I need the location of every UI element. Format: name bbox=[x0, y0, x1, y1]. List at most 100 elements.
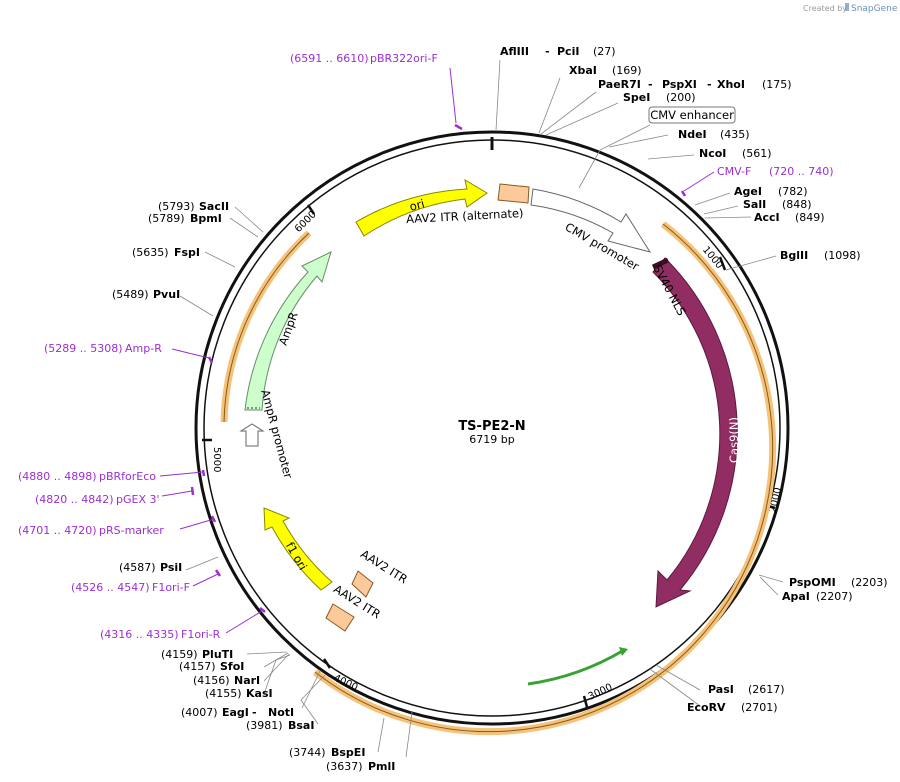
aav2-itr-box-2[interactable] bbox=[325, 603, 355, 632]
enzyme-kasi: KasI bbox=[246, 687, 273, 700]
primer-cmv-f-range: (720 .. 740) bbox=[769, 165, 834, 178]
enzyme-pspomi: PspOMI bbox=[789, 576, 836, 589]
ampr-feature[interactable] bbox=[244, 251, 332, 411]
enzyme-pmli-pos: (3637) bbox=[326, 760, 363, 773]
enzyme-pvui-pos: (5489) bbox=[112, 288, 149, 301]
enzyme-sacii: SacII bbox=[199, 200, 229, 213]
enzyme-pspomi-pos: (2203) bbox=[851, 576, 888, 589]
green-feature-arrowhead bbox=[619, 647, 628, 656]
enzyme-bsai-pos: (3981) bbox=[246, 719, 283, 732]
primer-pgex3-name: pGEX 3' bbox=[116, 493, 160, 506]
primer-pbrforeco-name: pBRforEco bbox=[99, 470, 156, 483]
green-feature-arc bbox=[527, 648, 625, 686]
aav2-itr-box-1[interactable] bbox=[351, 570, 374, 598]
primer-amp-r-name: Amp-R bbox=[125, 342, 162, 355]
snapgene-logo-icon bbox=[845, 3, 849, 11]
cas9-label: Cas9(N) bbox=[727, 417, 741, 463]
enzyme-xbai: XbaI bbox=[569, 64, 597, 77]
enzyme-apai-pos: (2207) bbox=[816, 590, 853, 603]
enzyme-spei: SpeI bbox=[623, 91, 650, 104]
plasmid-name: TS-PE2-N bbox=[458, 419, 525, 434]
enzyme-eagi: EagI bbox=[222, 706, 249, 719]
enzyme-bpmi-pos: (5789) bbox=[148, 212, 185, 225]
enzyme-eagi-sep: - bbox=[252, 706, 257, 719]
enzyme-pcii-pos: (27) bbox=[593, 45, 616, 58]
enzyme-pmli: PmlI bbox=[368, 760, 395, 773]
enzyme-kasi-pos: (4155) bbox=[205, 687, 242, 700]
enzyme-pspxi: PspXI bbox=[662, 78, 697, 91]
credit-prefix: Created by bbox=[803, 4, 847, 13]
enzyme-xbai-pos: (169) bbox=[612, 64, 642, 77]
enzyme-fspi-pos: (5635) bbox=[132, 246, 169, 259]
enzyme-paer7i-sep: - bbox=[648, 78, 653, 91]
cas9-feature[interactable] bbox=[651, 257, 738, 608]
ampr-promoter-label: AmpR promoter bbox=[258, 388, 295, 480]
aav2-itr-alt-box[interactable] bbox=[497, 183, 530, 204]
enzyme-sfoi-pos: (4157) bbox=[179, 660, 216, 673]
enzyme-acci: AccI bbox=[754, 211, 780, 224]
f1-ori-feature[interactable] bbox=[263, 507, 333, 591]
enzyme-bglii: BglII bbox=[780, 249, 808, 262]
ori-feature[interactable] bbox=[355, 178, 488, 237]
cmv-enhancer-box[interactable] bbox=[648, 106, 736, 124]
enzyme-eagi-pos: (4007) bbox=[181, 706, 218, 719]
enzyme-pluti-pos: (4159) bbox=[161, 648, 198, 661]
ori-label: ori bbox=[408, 196, 426, 213]
f1-ori-arrow bbox=[263, 507, 333, 591]
enzyme-ncoi: NcoI bbox=[699, 147, 726, 160]
enzyme-pcii: PciI bbox=[557, 45, 579, 58]
ampr-promoter-arrow[interactable] bbox=[239, 423, 265, 447]
cmv-enhancer-label: CMV enhancer bbox=[650, 108, 734, 122]
enzyme-agei: AgeI bbox=[734, 185, 762, 198]
enzyme-afliii-sep: - bbox=[545, 45, 550, 58]
ori-arrow bbox=[355, 178, 488, 237]
backbone-outer-ring bbox=[194, 130, 790, 726]
enzyme-sali: SalI bbox=[743, 198, 766, 211]
tick-label-6000: 6000 bbox=[293, 209, 319, 235]
orange-feature-arc-main bbox=[312, 221, 777, 736]
enzyme-sfoi: SfoI bbox=[220, 660, 244, 673]
enzyme-bspei-pos: (3744) bbox=[289, 746, 326, 759]
enzyme-bglii-pos: (1098) bbox=[824, 249, 861, 262]
cmv-promoter-arrow bbox=[530, 188, 652, 253]
primer-prs-marker-range: (4701 .. 4720) bbox=[18, 524, 97, 537]
enzyme-sacii-pos: (5793) bbox=[158, 200, 195, 213]
primer-pbrforeco-range: (4880 .. 4898) bbox=[18, 470, 97, 483]
primer-markers bbox=[159, 67, 715, 634]
primer-f1ori-f-name: F1ori-F bbox=[152, 581, 190, 594]
enzyme-xhoi-sep: - bbox=[707, 78, 712, 91]
enzyme-ecorv-pos: (2701) bbox=[741, 701, 778, 714]
enzyme-leader-lines bbox=[179, 59, 784, 758]
enzyme-pluti: PluTI bbox=[202, 648, 233, 661]
enzyme-psii-pos: (4587) bbox=[119, 561, 156, 574]
enzyme-pasi: PasI bbox=[708, 683, 734, 696]
enzyme-noti: NotI bbox=[268, 706, 294, 719]
enzyme-psii: PsiI bbox=[160, 561, 182, 574]
primer-pbr322ori-f-name: pBR322ori-F bbox=[370, 52, 438, 65]
enzyme-bsai: BsaI bbox=[288, 719, 314, 732]
primer-cmv-f-name: CMV-F bbox=[717, 165, 751, 178]
orange-feature-arc-left-line bbox=[223, 232, 310, 423]
enzyme-apai: ApaI bbox=[782, 590, 810, 603]
tick-4000 bbox=[322, 658, 332, 669]
plasmid-size: 6719 bp bbox=[469, 433, 514, 446]
primer-prs-marker-name: pRS-marker bbox=[99, 524, 164, 537]
enzyme-fspi: FspI bbox=[174, 246, 200, 259]
enzyme-ndei-pos: (435) bbox=[720, 128, 750, 141]
cas9-arrow bbox=[652, 257, 738, 608]
enzyme-xhoi-pos: (175) bbox=[762, 78, 792, 91]
cmv-promoter-feature[interactable] bbox=[530, 188, 652, 253]
enzyme-pvui: PvuI bbox=[153, 288, 180, 301]
enzyme-bspei: BspEI bbox=[331, 746, 365, 759]
orange-feature-arc-main-line bbox=[314, 223, 774, 733]
enzyme-xhoi: XhoI bbox=[717, 78, 745, 91]
tick-label-5000: 5000 bbox=[211, 447, 222, 472]
enzyme-paer7i: PaeR7I bbox=[598, 78, 641, 91]
enzyme-afliii: AflIII bbox=[500, 45, 529, 58]
tick-6000 bbox=[306, 204, 316, 215]
primer-f1ori-r-range: (4316 .. 4335) bbox=[100, 628, 179, 641]
credit-brand: SnapGene bbox=[851, 4, 898, 14]
tick-1000 bbox=[718, 256, 727, 271]
enzyme-nari-pos: (4156) bbox=[193, 674, 230, 687]
